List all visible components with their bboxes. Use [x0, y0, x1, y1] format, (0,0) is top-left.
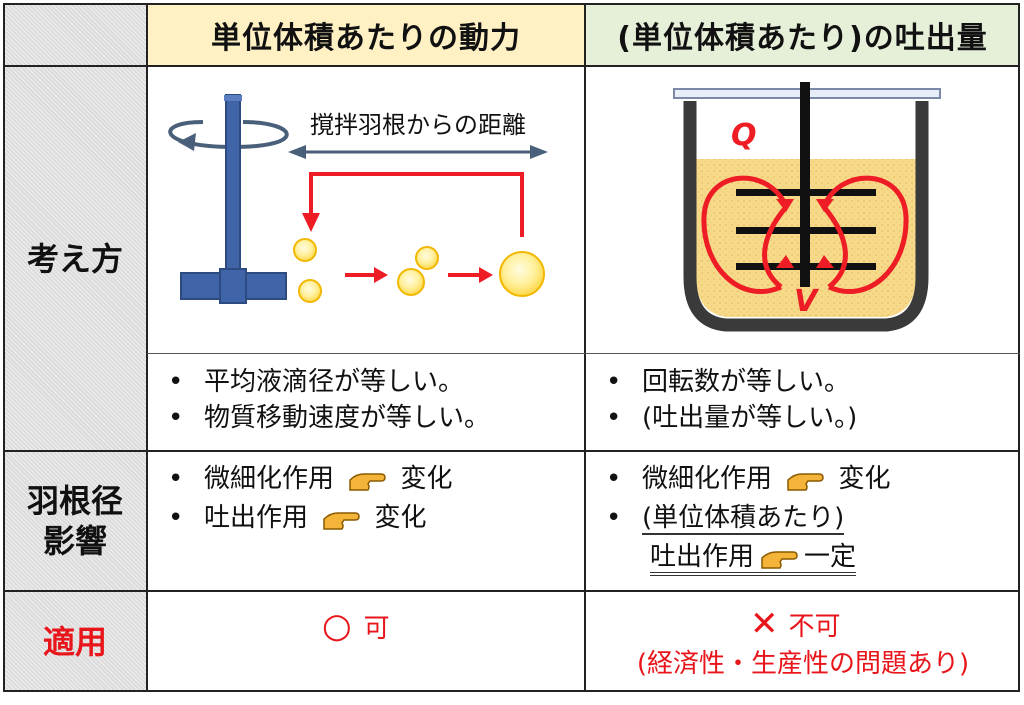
droplet [415, 246, 439, 270]
stirred-tank-diagram: Q V [673, 82, 941, 332]
stirrer-blade [736, 227, 876, 234]
divider-effect-row [3, 590, 1020, 592]
bullet: • [606, 503, 622, 533]
stirrer-shaft [800, 82, 810, 287]
concept-right-item-1: • 回転数が等しい。 [606, 364, 850, 400]
bullet: • [606, 367, 622, 397]
volume-label-v: V [794, 284, 820, 319]
droplet-large [499, 251, 545, 297]
effect-right-item-1: • 微細化作用 変化 [606, 461, 891, 497]
impeller-droplet-diagram: 撹拌羽根からの距離 [168, 94, 548, 304]
vessel-wall [683, 101, 929, 332]
concept-left-item-1: • 平均液滴径が等しい。 [168, 364, 464, 400]
border-left [3, 3, 5, 692]
bullet: • [168, 367, 184, 397]
divider-label-column [146, 3, 148, 692]
pointing-hand-icon [787, 472, 825, 491]
effect-left-label-2: 吐出作用 [204, 503, 309, 533]
concept-left-text-1: 平均液滴径が等しい。 [204, 367, 465, 397]
effect-right-underlined-group: 吐出作用 一定 [650, 542, 857, 576]
divider-diagram-row [147, 353, 1020, 354]
effect-right-label-1: 微細化作用 [642, 464, 773, 494]
apply-left: ○可 [322, 608, 390, 647]
border-right [1018, 3, 1020, 692]
corner-cell [3, 3, 147, 66]
effect-left-item-1: • 微細化作用 変化 [168, 461, 453, 497]
apply-right-text: 不可 [788, 612, 841, 642]
column-header-power: 単位体積あたりの動力 [147, 3, 585, 66]
concept-right-item-2: • (吐出量が等しい。) [606, 400, 857, 436]
effect-right-item-2-line2: 吐出作用 一定 [650, 539, 857, 576]
border-bottom [3, 690, 1020, 692]
row-label-concept-text: 考え方 [26, 239, 123, 278]
effect-right-item-2: • (単位体積あたり) [606, 500, 845, 536]
droplet [397, 268, 425, 296]
divider-concept-row [3, 450, 1020, 452]
effect-right-result-1: 変化 [838, 464, 891, 494]
impeller-hub [219, 268, 247, 304]
column-header-power-text: 単位体積あたりの動力 [211, 20, 521, 56]
effect-right-prefix-2: (単位体積あたり) [642, 503, 845, 535]
circle-ok-icon: ○ [322, 606, 352, 646]
pointing-hand-icon [761, 550, 798, 569]
concept-left-item-2: • 物質移動速度が等しい。 [168, 400, 490, 436]
cross-ng-icon: ✕ [750, 604, 779, 644]
droplet [298, 279, 322, 303]
pointing-hand-icon [349, 472, 387, 491]
bullet: • [606, 464, 622, 494]
apply-left-text: 可 [363, 614, 390, 644]
divider-middle-column [584, 3, 586, 692]
return-arrow [309, 172, 524, 237]
bullet: • [168, 464, 184, 494]
droplet [293, 238, 317, 262]
concept-right-text-2: (吐出量が等しい。) [642, 403, 858, 433]
effect-right-result-2: 一定 [804, 542, 857, 572]
concept-left-text-2: 物質移動速度が等しい。 [204, 403, 491, 433]
bullet: • [168, 503, 184, 533]
impeller-shaft-top [224, 95, 242, 101]
circulation-loop-left [701, 175, 789, 294]
apply-right-note-text: (経済性・生産性の問題あり) [636, 649, 970, 679]
row-label-concept: 考え方 [3, 66, 147, 451]
effect-right-label-2: 吐出作用 [650, 542, 755, 572]
column-header-discharge-text: (単位体積あたり)の吐出量 [617, 20, 988, 56]
rotation-arrowhead [178, 133, 196, 151]
stirrer-blade [736, 263, 876, 270]
distance-label: 撹拌羽根からの距離 [310, 111, 526, 139]
apply-right: ✕ 不可 [750, 606, 841, 645]
bullet: • [168, 403, 184, 433]
border-top [3, 3, 1020, 5]
stirrer-blade [736, 189, 876, 196]
pointing-hand-icon [323, 511, 361, 530]
circulation-loop-right [821, 175, 909, 294]
effect-left-label-1: 微細化作用 [204, 464, 335, 494]
effect-left-result-1: 変化 [400, 464, 453, 494]
row-label-effect-line1: 羽根径 [26, 482, 123, 520]
row-label-effect-line2: 影響 [42, 522, 107, 560]
column-header-discharge: (単位体積あたり)の吐出量 [585, 3, 1020, 66]
effect-left-item-2: • 吐出作用 変化 [168, 500, 427, 536]
row-label-impeller-effect: 羽根径 影響 [3, 451, 147, 591]
row-label-applicability-text: 適用 [42, 622, 107, 661]
effect-left-result-2: 変化 [374, 503, 427, 533]
bullet: • [606, 403, 622, 433]
flow-label-q: Q [731, 118, 757, 153]
divider-header [3, 65, 1020, 67]
row-label-applicability: 適用 [3, 591, 147, 692]
concept-right-text-1: 回転数が等しい。 [642, 367, 851, 397]
impeller-shaft [225, 94, 241, 286]
apply-right-note: (経済性・生産性の問題あり) [594, 646, 1012, 682]
